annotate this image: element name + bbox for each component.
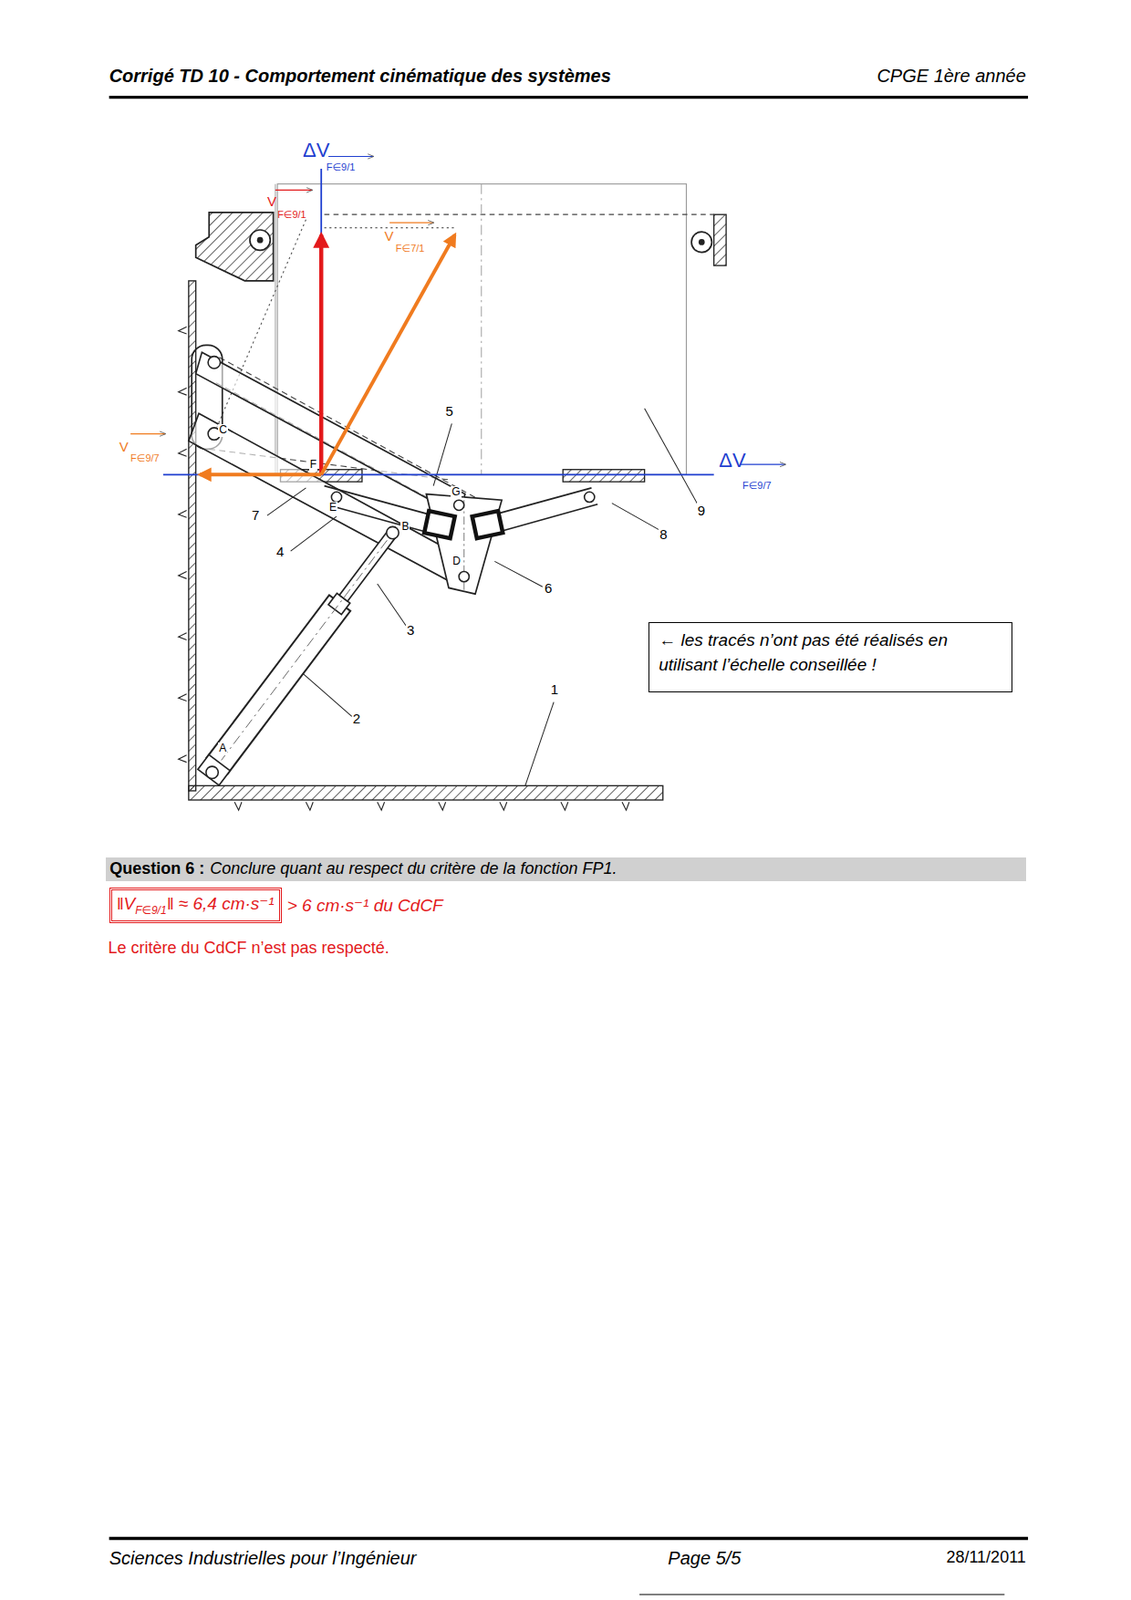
callout-number: 9 — [696, 502, 706, 519]
question-text: Conclure quant au respect du critère de … — [209, 859, 617, 878]
note-box: ← les tracés n’ont pas été réalisés en u… — [648, 622, 1013, 693]
point-letter: G — [450, 486, 461, 499]
page-header: Corrigé TD 10 - Comportement cinématique… — [109, 65, 612, 87]
callout-number: 2 — [352, 710, 362, 727]
vector-label: V — [119, 438, 129, 455]
question-number: Question 6 : — [109, 859, 205, 878]
callout-number: 3 — [405, 622, 416, 638]
point-letter: A — [217, 742, 228, 756]
callout-number: 1 — [549, 681, 560, 697]
vector-label: V — [267, 193, 277, 209]
vector-subscript: F∈9/1 — [326, 161, 356, 174]
point-letter: F — [309, 458, 318, 472]
callout-number: 5 — [445, 403, 455, 419]
vector-subscript: F∈9/7 — [130, 452, 160, 465]
point-letter: E — [328, 501, 338, 515]
header-info: CPGE 1ère année — [876, 65, 1026, 87]
vector-subscript: F∈7/1 — [395, 242, 426, 255]
vector-subscript: F∈9/7 — [742, 479, 772, 492]
vector-label: ΔV — [718, 448, 746, 472]
vector-label: ΔV — [302, 138, 330, 162]
footer-text: Sciences Industrielles pour l’Ingénieur — [109, 1547, 417, 1569]
vector-subscript: F∈9/1 — [134, 903, 167, 917]
answer-box: ‖VF∈9/1‖ ≈ 6,4 cm·s⁻¹ — [109, 887, 282, 924]
point-letter: D — [451, 555, 462, 569]
footer-text: 28/11/2011 — [945, 1547, 1026, 1567]
callout-number: 4 — [275, 543, 285, 560]
node-text: ‖ ≈ 6,4 cm·s⁻¹ — [166, 893, 275, 914]
node-text: ← les tracés n’ont pas été réalisés en u… — [658, 630, 948, 675]
point-letter: C — [217, 424, 229, 437]
callout-number: 6 — [543, 580, 553, 596]
footer-text: Page 5/5 — [667, 1547, 741, 1569]
node-text: ‖V — [116, 893, 136, 914]
answer-text: > 6 cm·s⁻¹ du CdCF — [287, 895, 444, 916]
question-band: Question 6 :Conclure quant au respect du… — [105, 857, 1027, 882]
vector-label: V — [384, 228, 395, 244]
conclusion-text: Le critère du CdCF n’est pas respecté. — [108, 938, 390, 958]
callout-number: 7 — [250, 507, 260, 523]
vector-subscript: F∈9/1 — [277, 208, 307, 221]
point-letter: B — [400, 520, 410, 534]
callout-number: 8 — [658, 526, 668, 542]
